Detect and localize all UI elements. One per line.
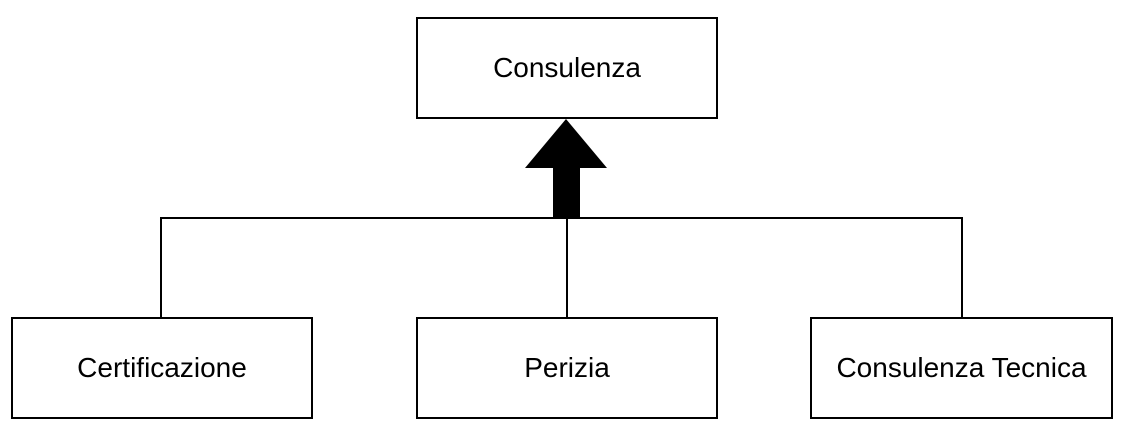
class-box-consulenza[interactable]: Consulenza bbox=[416, 17, 718, 119]
class-box-consulenza-tecnica[interactable]: Consulenza Tecnica bbox=[810, 317, 1113, 419]
class-box-certificazione[interactable]: Certificazione bbox=[11, 317, 313, 419]
class-box-perizia[interactable]: Perizia bbox=[416, 317, 718, 419]
class-label-perizia: Perizia bbox=[524, 352, 610, 383]
class-label-consulenza-tecnica: Consulenza Tecnica bbox=[836, 352, 1087, 383]
class-label-consulenza: Consulenza bbox=[493, 52, 641, 83]
inheritance-arrow-shaft bbox=[553, 166, 580, 218]
inheritance-arrow-head bbox=[525, 119, 607, 168]
class-label-certificazione: Certificazione bbox=[77, 352, 247, 383]
